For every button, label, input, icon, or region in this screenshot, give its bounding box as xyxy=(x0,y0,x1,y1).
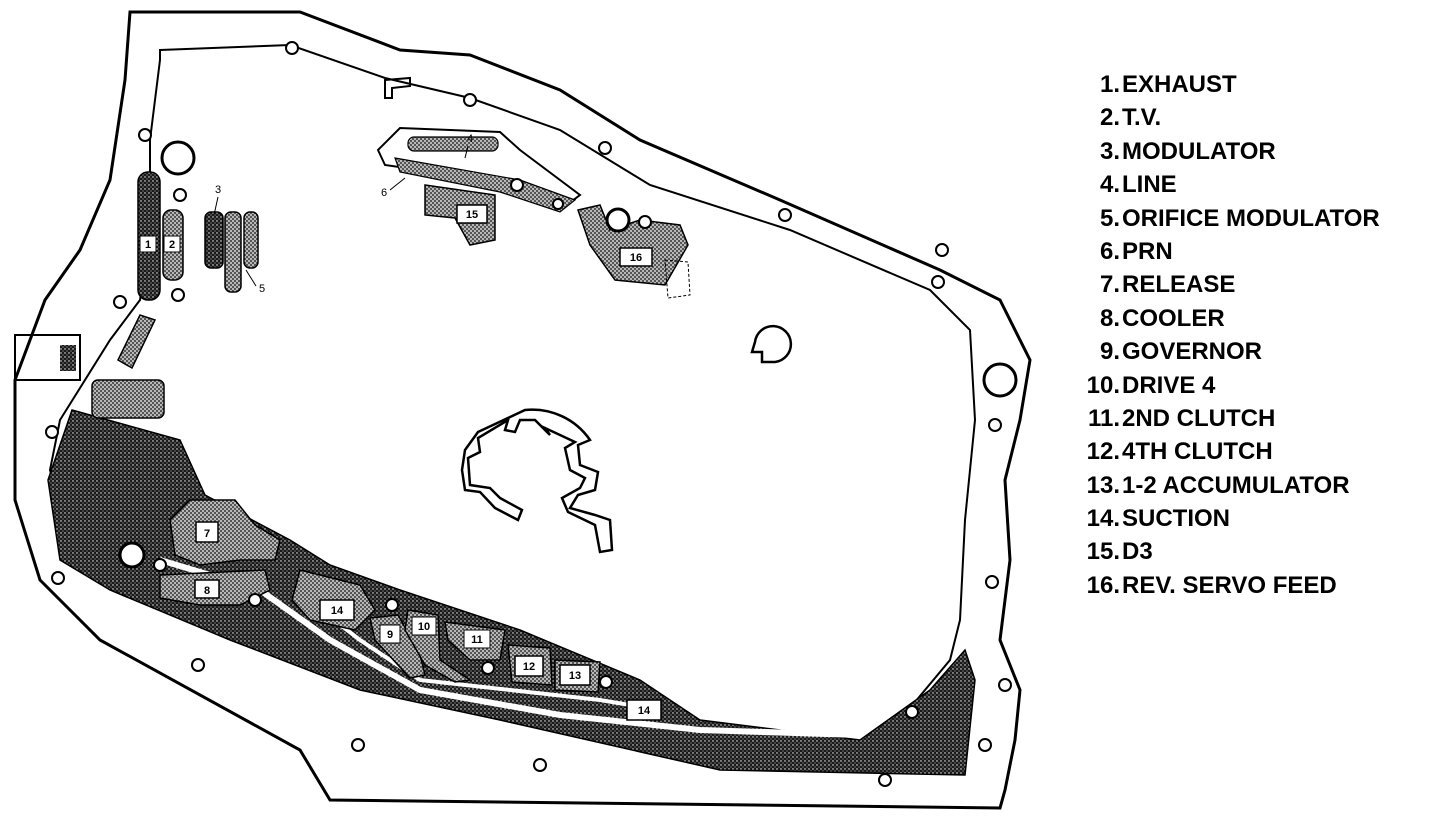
legend-label: 4TH CLUTCH xyxy=(1122,438,1273,466)
legend-label: EXHAUST xyxy=(1122,71,1237,98)
bolt-holes xyxy=(45,41,1012,787)
callout-11: 11 xyxy=(471,634,483,646)
legend-number: 16. xyxy=(1086,571,1120,599)
legend-label: 2ND CLUTCH xyxy=(1122,404,1276,432)
legend-item: 11.2ND CLUTCH xyxy=(1068,402,1438,435)
callout-14-upper: 14 xyxy=(331,605,344,617)
legend-item: 16.REV. SERVO FEED xyxy=(1068,569,1438,602)
callout-15: 15 xyxy=(466,209,478,221)
legend-number: 8. xyxy=(1099,304,1120,332)
passage-5 xyxy=(243,211,259,269)
legend-number: 5. xyxy=(1099,204,1120,232)
legend-item: 4.LINE xyxy=(1068,168,1438,201)
legend-item: 3.MODULATOR xyxy=(1068,135,1438,168)
legend-label: PRN xyxy=(1122,237,1173,265)
passage-13-strip xyxy=(91,379,165,419)
legend-item: 5.ORIFICE MODULATOR xyxy=(1068,202,1438,235)
legend-label: COOLER xyxy=(1122,304,1225,332)
legend-label: T.V. xyxy=(1122,104,1162,132)
legend-item: 2.T.V. xyxy=(1068,101,1438,134)
legend-number: 10. xyxy=(1086,371,1120,399)
legend-number: 7. xyxy=(1099,271,1120,299)
passage-7 xyxy=(169,499,281,566)
legend-number: 4. xyxy=(1099,171,1120,199)
callout-16: 16 xyxy=(630,252,642,264)
callout-7: 7 xyxy=(204,528,210,540)
legend-number: 3. xyxy=(1099,137,1120,165)
callout-12: 12 xyxy=(523,661,535,673)
legend-item: 15.D3 xyxy=(1068,535,1438,568)
legend-item: 14.SUCTION xyxy=(1068,502,1438,535)
legend-number: 15. xyxy=(1086,538,1120,566)
legend-item: 12.4TH CLUTCH xyxy=(1068,435,1438,468)
callout-1: 1 xyxy=(145,239,151,251)
legend-label: DRIVE 4 xyxy=(1122,371,1216,399)
callout-9: 9 xyxy=(387,629,393,641)
passage-16 xyxy=(577,204,689,286)
passage-3 xyxy=(204,211,224,269)
leader-lines xyxy=(213,145,469,287)
passage-4-lower xyxy=(224,211,242,293)
upper-notch xyxy=(384,76,411,99)
legend-item: 9.GOVERNOR xyxy=(1068,335,1438,368)
callout-labels: 1 2 3 4 5 6 7 8 9 10 11 12 13 14 14 15 1… xyxy=(139,133,662,721)
left-tab-passage xyxy=(60,345,76,371)
callout-4: 4 xyxy=(467,133,473,145)
legend-item: 13.1-2 ACCUMULATOR xyxy=(1068,469,1438,502)
callout-14-lower: 14 xyxy=(638,705,651,717)
valve-body-gasket-diagram: 1 2 3 4 5 6 7 8 9 10 11 12 13 14 14 15 1… xyxy=(13,10,1032,810)
passage-blob xyxy=(280,556,304,580)
legend-label: REV. SERVO FEED xyxy=(1122,571,1337,599)
passage-16-tab xyxy=(664,259,691,299)
passage-4-upper xyxy=(407,136,499,152)
legend-label: D3 xyxy=(1122,538,1153,566)
legend-item: 10.DRIVE 4 xyxy=(1068,369,1438,402)
pump-ring xyxy=(460,408,614,554)
legend-number: 14. xyxy=(1086,505,1120,533)
legend-number: 12. xyxy=(1086,438,1120,466)
gasket-outer-edge xyxy=(13,10,1032,810)
legend-label: RELEASE xyxy=(1122,271,1236,299)
legend-number: 1. xyxy=(1099,71,1120,98)
legend-number: 2. xyxy=(1099,104,1120,132)
legend-item: 6.PRN xyxy=(1068,235,1438,268)
callout-13: 13 xyxy=(569,670,581,682)
callout-8: 8 xyxy=(204,585,210,597)
callout-6: 6 xyxy=(381,187,387,199)
passage-strip-diag xyxy=(117,314,157,370)
legend-label: ORIFICE MODULATOR xyxy=(1122,204,1380,232)
legend-number: 6. xyxy=(1099,237,1120,265)
gasket-drawing: 1 2 3 4 5 6 7 8 9 10 11 12 13 14 14 15 1… xyxy=(13,10,1032,810)
callout-10: 10 xyxy=(418,621,430,633)
legend-item: 7.RELEASE xyxy=(1068,268,1438,301)
dowel-holes xyxy=(118,140,1018,569)
callout-3: 3 xyxy=(215,184,221,196)
legend-number: 13. xyxy=(1086,471,1120,499)
legend-label: MODULATOR xyxy=(1122,137,1276,165)
legend-label: SUCTION xyxy=(1122,505,1230,533)
left-tab xyxy=(14,334,81,381)
legend-number: 11. xyxy=(1087,404,1120,432)
legend-number: 9. xyxy=(1099,338,1120,366)
legend-label: GOVERNOR xyxy=(1122,338,1263,366)
legend-item: 1.EXHAUST xyxy=(1068,68,1438,101)
callout-5: 5 xyxy=(259,283,265,295)
center-hole xyxy=(750,324,793,364)
legend-label: 1-2 ACCUMULATOR xyxy=(1122,471,1350,499)
callout-2: 2 xyxy=(169,239,175,251)
legend-item: 8.COOLER xyxy=(1068,302,1438,335)
legend-label: LINE xyxy=(1122,171,1177,199)
